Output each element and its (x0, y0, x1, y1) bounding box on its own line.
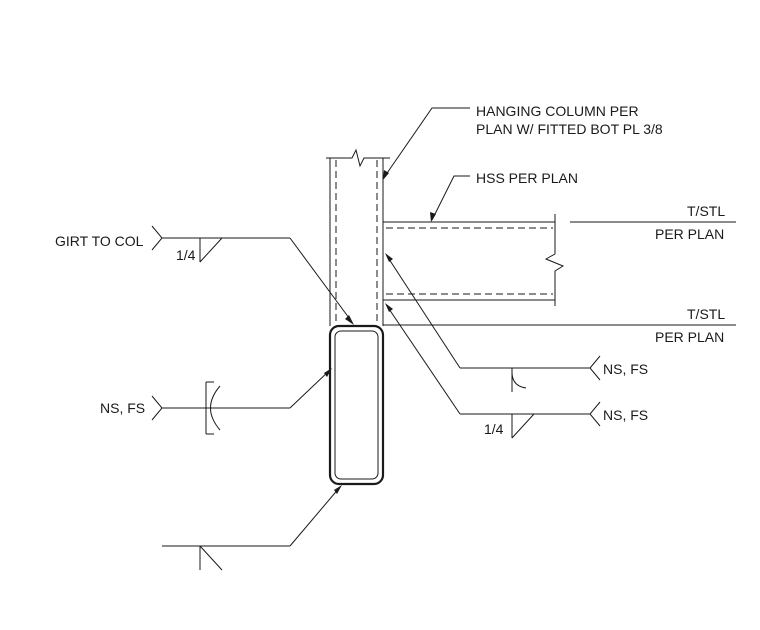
flare-weld-symbol-left (151, 368, 332, 435)
hss-note: HSS PER PLAN (476, 170, 578, 186)
bottom-weld-symbol (162, 485, 342, 571)
beam-break-line (544, 214, 565, 306)
weld-symbol-right-upper (385, 253, 601, 392)
per-plan-upper-label: PER PLAN (655, 226, 724, 242)
hss-girt-section (328, 324, 385, 486)
hss-beam (383, 214, 565, 306)
hanging-column-note-line1: HANGING COLUMN PER (476, 103, 639, 119)
weld-size-left-label: 1/4 (176, 247, 196, 263)
per-plan-lower-label: PER PLAN (655, 329, 724, 345)
weld-size-right-label: 1/4 (484, 421, 504, 437)
girt-weld-symbol (151, 225, 354, 325)
hanging-column-note-line2: PLAN W/ FITTED BOT PL 3/8 (476, 121, 663, 137)
hanging-column-leader (383, 107, 470, 180)
tstl-upper-label: T/STL (687, 203, 725, 219)
ns-fs-right-upper-label: NS, FS (603, 361, 648, 377)
column-break-line (326, 148, 390, 168)
hanging-column (326, 148, 390, 326)
ns-fs-right-lower-label: NS, FS (603, 407, 648, 423)
hss-leader (430, 175, 470, 222)
girt-to-col-label: GIRT TO COL (55, 233, 144, 249)
weld-symbol-right-lower (385, 303, 601, 439)
ns-fs-left-label: NS, FS (100, 400, 145, 416)
tstl-lower-label: T/STL (687, 306, 725, 322)
